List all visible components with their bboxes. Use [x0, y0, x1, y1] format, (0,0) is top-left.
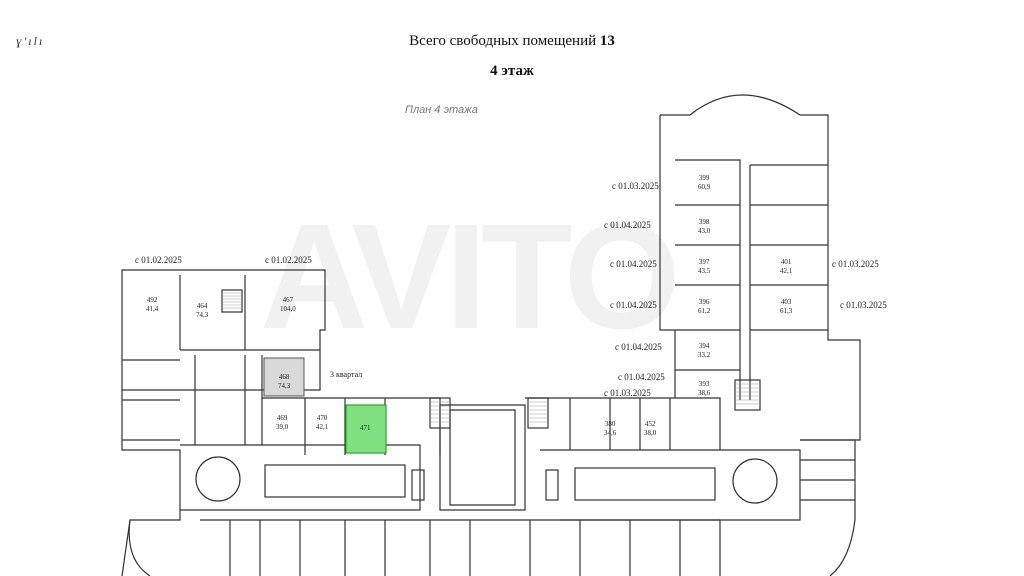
- shaded-room: [263, 357, 305, 397]
- date-label: с 01.04.2025: [618, 372, 665, 382]
- room-label: 403 61,3: [780, 298, 793, 315]
- corner-mark: ɣ'ılı: [16, 34, 45, 48]
- room-label: 464 74,3: [196, 302, 209, 319]
- room-label: 452 38,0: [644, 420, 657, 437]
- stair-hatching: [222, 292, 760, 423]
- date-label: с 01.03.2025: [840, 300, 887, 310]
- title-text: Всего свободных помещений: [409, 33, 597, 49]
- room-label: 492 41,4: [146, 296, 159, 313]
- date-label: с 01.03.2025: [612, 181, 659, 191]
- date-label: с 01.03.2025: [604, 388, 651, 398]
- title-count: 13: [599, 33, 615, 49]
- room-label: 469 39,0: [276, 414, 289, 431]
- plan-caption: План 4 этажа: [405, 104, 478, 116]
- room-label: 394 33,2: [698, 342, 711, 359]
- room-label: 393 38,6: [698, 380, 711, 397]
- date-label: с 01.04.2025: [604, 220, 651, 230]
- date-label: с 01.02.2025: [135, 255, 182, 265]
- highlighted-room: [345, 404, 387, 454]
- room-label: 398 43,0: [698, 218, 711, 235]
- page-title: Всего свободных помещений 13: [0, 33, 1024, 50]
- plan-walls: [121, 94, 861, 576]
- floor-label: 4 этаж: [490, 63, 534, 79]
- room-label: 399 60,9: [698, 174, 711, 191]
- watermark: AVITO: [260, 192, 681, 360]
- date-label: с 01.04.2025: [610, 300, 657, 310]
- date-label: с 01.04.2025: [610, 259, 657, 269]
- room-label: 401 42,1: [780, 258, 793, 275]
- room-label: 468 74,3: [278, 373, 291, 390]
- date-label: с 01.03.2025: [832, 259, 879, 269]
- room-label: 470 42,1: [316, 414, 329, 431]
- room-label: 397 43,5: [698, 258, 711, 275]
- room-label: 467 104,0: [280, 296, 296, 313]
- date-label: с 01.04.2025: [615, 342, 662, 352]
- quarter-note: 3 квартал: [330, 370, 363, 379]
- room-label: 471: [360, 424, 371, 432]
- room-label: 380 34,6: [604, 420, 617, 437]
- room-label: 396 61,2: [698, 298, 711, 315]
- date-label: с 01.02.2025: [265, 255, 312, 265]
